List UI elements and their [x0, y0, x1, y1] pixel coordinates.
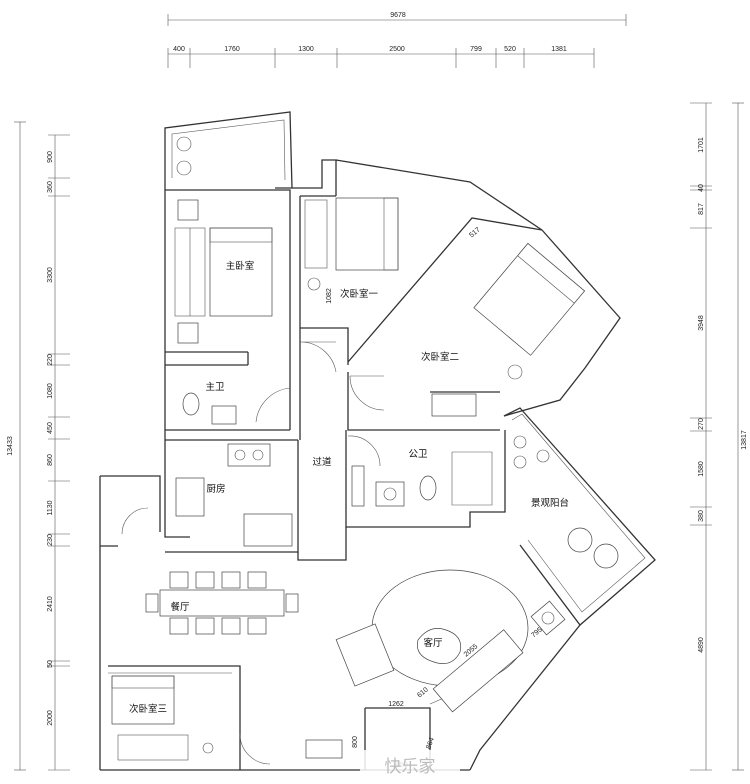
left-dim-8: 1130: [47, 500, 54, 515]
right-dim-6: 1580: [698, 461, 705, 477]
dim-864: 864: [425, 737, 436, 750]
left-dim-12: 2000: [47, 710, 54, 726]
left-dim-7: 860: [47, 454, 54, 466]
top-dim-4: 2500: [389, 46, 405, 53]
left-dim-2: 360: [47, 181, 54, 193]
dim-610: 610: [416, 686, 430, 699]
left-dim-4: 220: [47, 354, 54, 366]
left-dim-10: 2410: [47, 596, 54, 612]
left-dim-3: 3300: [47, 267, 54, 283]
room-master-bath: 主卫: [205, 381, 225, 393]
right-dim-1: 1701: [698, 137, 705, 153]
right-dim-3: 817: [698, 203, 705, 215]
dim-800: 800: [352, 736, 359, 748]
room-kitchen: 厨房: [206, 483, 225, 495]
left-total-dim: 13433: [7, 436, 14, 456]
dim-517: 517: [468, 226, 482, 239]
living-sofa: [432, 629, 524, 713]
room-dining: 餐厅: [170, 601, 190, 613]
dim-1082: 1082: [326, 288, 333, 304]
dining-table: [159, 589, 285, 617]
room-bedroom2: 次卧室二: [421, 351, 459, 363]
room-bedroom3: 次卧室三: [129, 703, 167, 715]
left-dim-6: 450: [47, 422, 54, 434]
dim-1262: 1262: [388, 701, 404, 708]
room-balcony: 景观阳台: [531, 497, 569, 509]
walls: [99, 111, 656, 771]
room-living: 客厅: [423, 637, 443, 649]
right-dim-8: 4890: [698, 637, 705, 653]
right-dim-2: 40: [698, 184, 705, 192]
top-total-dim: 9678: [390, 12, 406, 19]
room-public-bath: 公卫: [408, 449, 428, 460]
top-dim-7: 1381: [551, 46, 567, 53]
watermark-text: 快乐家: [385, 757, 436, 777]
right-dim-5: 270: [698, 418, 705, 430]
left-dim-1: 900: [47, 151, 54, 163]
room-bedroom1: 次卧室一: [340, 288, 379, 300]
right-dim-4: 3948: [698, 315, 705, 331]
left-dim-11: 50: [47, 660, 54, 668]
furniture: [111, 136, 619, 759]
right-dim-7: 380: [698, 510, 705, 522]
top-dim-1: 400: [173, 46, 185, 53]
master-bed: [209, 227, 273, 317]
watermark: 快乐家: [360, 750, 460, 780]
left-dim-9: 230: [47, 534, 54, 546]
right-total-dim: 13817: [741, 430, 748, 450]
bedroom1-bed: [335, 197, 399, 271]
top-dim-5: 799: [470, 46, 482, 53]
room-master-bedroom: 主卧室: [226, 260, 255, 272]
room-corridor: 过道: [312, 456, 332, 468]
top-dim-2: 1760: [224, 46, 240, 53]
left-dim-5: 1080: [47, 383, 54, 399]
left-dimensions: 13433 900 360 3300 220 1080 450 860 1130…: [7, 121, 70, 771]
room-labels: 主卧室 主卫 厨房 餐厅 次卧室三 次卧室一 次卧室二 过道 公卫 景观阳台 客…: [129, 260, 569, 715]
bedroom3-bed: [111, 675, 175, 725]
top-dim-6: 520: [504, 46, 516, 53]
top-dimensions: 9678 400 1760 1300 2500 799 520 1381: [167, 12, 627, 68]
living-rug: [371, 569, 529, 687]
top-dim-3: 1300: [298, 46, 314, 53]
right-dimensions: 13817 1701 40 817 3948 270 1580 380 4890: [690, 102, 748, 771]
